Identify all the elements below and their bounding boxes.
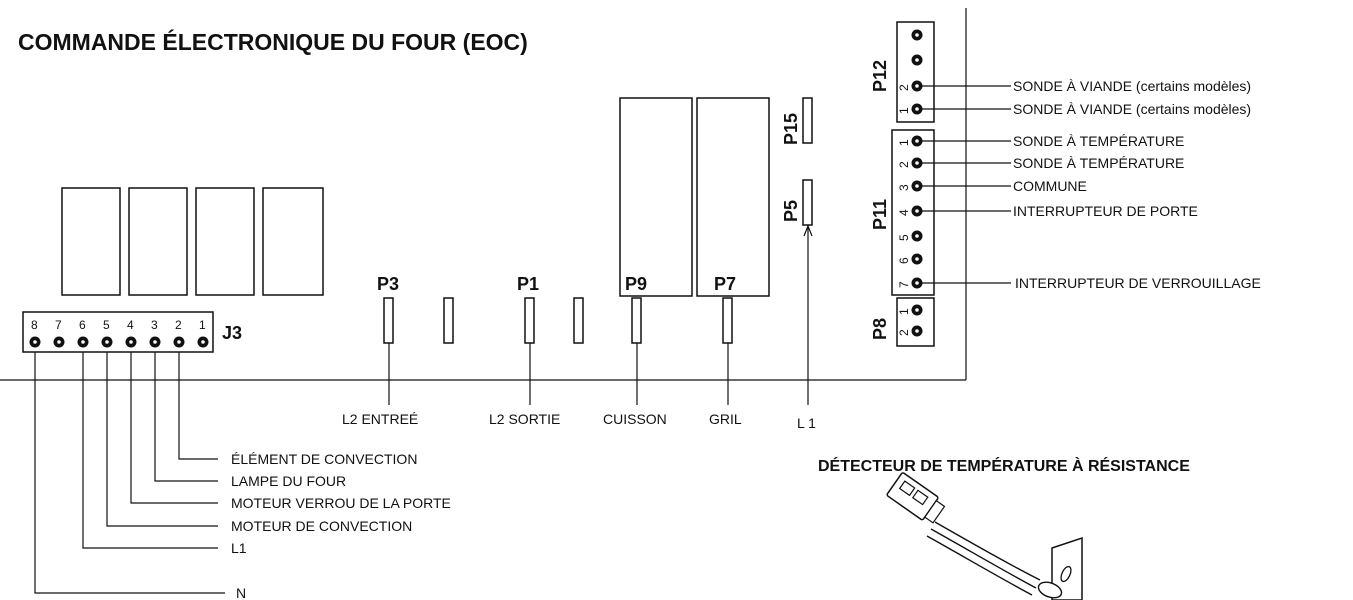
- p11-pin-number: 4: [897, 209, 911, 216]
- p12-label: P12: [870, 60, 890, 92]
- pin-hole: [915, 107, 919, 111]
- pin-hole: [129, 340, 133, 344]
- j3-leads: [34, 352, 225, 594]
- p11-label: P11: [870, 199, 890, 230]
- p11-pin-number: 6: [897, 257, 911, 264]
- j3-pin-number: 7: [55, 318, 62, 332]
- pin-hole: [915, 184, 919, 188]
- p3-terminal: [383, 297, 394, 344]
- pin-hole: [177, 340, 181, 344]
- spade-terminals: P3 P1 P9 P7 P15 P5: [377, 97, 813, 344]
- p11-pin2-label: SONDE À TEMPÉRATURE: [1013, 155, 1184, 171]
- j3-label: J3: [222, 323, 242, 343]
- p11-pin4-label: INTERRUPTEUR DE PORTE: [1013, 203, 1198, 219]
- pin-hole: [915, 58, 919, 62]
- p7-terminal: [722, 297, 733, 344]
- p12-pin-number: 1: [897, 107, 911, 114]
- j3-pin6-label: L1: [231, 540, 247, 556]
- l2-entree-label: L2 ENTREÉ: [342, 411, 418, 427]
- gril-label: GRIL: [709, 411, 742, 427]
- connector-j3: J3 8 7 6 5 4 3 2 1: [22, 311, 242, 353]
- p8-pin-number: 2: [897, 329, 911, 336]
- p11-pin-number: 3: [897, 184, 911, 191]
- j3-pin-number: 8: [31, 318, 38, 332]
- relay: [262, 187, 324, 296]
- pin-hole: [915, 329, 919, 333]
- p5-label: P5: [781, 200, 801, 222]
- pin-hole: [915, 161, 919, 165]
- p15-terminal: [802, 97, 813, 144]
- p5-terminal: [802, 179, 813, 226]
- j3-pin-number: 1: [199, 318, 206, 332]
- diagram-title: COMMANDE ÉLECTRONIQUE DU FOUR (EOC): [18, 28, 528, 55]
- j3-pin8-label: N: [236, 585, 246, 600]
- pin-hole: [915, 33, 919, 37]
- pin-hole: [915, 84, 919, 88]
- p11-pin7-label: INTERRUPTEUR DE VERROUILLAGE: [1015, 275, 1261, 291]
- l2-sortie-label: L2 SORTIE: [489, 411, 560, 427]
- pin-hole: [915, 234, 919, 238]
- p15-label: P15: [781, 113, 801, 145]
- relay-group-left: [61, 187, 324, 296]
- j3-pin-number: 6: [79, 318, 86, 332]
- p11-pin-number: 1: [897, 139, 911, 146]
- pin-hole: [57, 340, 61, 344]
- spare-terminal: [573, 297, 584, 344]
- cuisson-label: CUISSON: [603, 411, 667, 427]
- j3-pin-number: 5: [103, 318, 110, 332]
- j3-pin-number: 2: [175, 318, 182, 332]
- p1-label: P1: [517, 274, 539, 294]
- j3-pin2-label: ÉLÉMENT DE CONVECTION: [231, 451, 417, 467]
- p7-label: P7: [714, 274, 736, 294]
- p11-pin3-label: COMMUNE: [1013, 178, 1087, 194]
- j3-pin3-label: LAMPE DU FOUR: [231, 473, 346, 489]
- p3-label: P3: [377, 274, 399, 294]
- p11-pin-number: 7: [897, 281, 911, 288]
- spare-terminal: [443, 297, 454, 344]
- relay-group-right: [619, 97, 770, 297]
- relay: [128, 187, 188, 296]
- relay: [619, 97, 693, 297]
- l1-label: L 1: [797, 415, 816, 431]
- pin-hole: [201, 340, 205, 344]
- temperature-sensor-illustration: [886, 472, 1083, 600]
- relay: [696, 97, 770, 297]
- p12-pin2-label: SONDE À VIANDE (certains modèles): [1013, 78, 1251, 94]
- j3-pin4-label: MOTEUR VERROU DE LA PORTE: [231, 495, 451, 511]
- pin-hole: [915, 281, 919, 285]
- p11-pin-number: 2: [897, 161, 911, 168]
- p1-terminal: [524, 297, 535, 344]
- j3-pin5-label: MOTEUR DE CONVECTION: [231, 518, 412, 534]
- p11-pin-number: 5: [897, 234, 911, 241]
- p11-pin1-label: SONDE À TEMPÉRATURE: [1013, 133, 1184, 149]
- p12-pin1-label: SONDE À VIANDE (certains modèles): [1013, 101, 1251, 117]
- pin-hole: [915, 308, 919, 312]
- pin-hole: [33, 340, 37, 344]
- sensor-title: DÉTECTEUR DE TEMPÉRATURE À RÉSISTANCE: [818, 456, 1190, 475]
- p9-label: P9: [625, 274, 647, 294]
- p8-pin-number: 1: [897, 308, 911, 315]
- p8-label: P8: [870, 318, 890, 340]
- right-leads: [922, 85, 1011, 284]
- pin-hole: [915, 139, 919, 143]
- pin-hole: [153, 340, 157, 344]
- relay: [61, 187, 121, 296]
- terminal-leads: [388, 224, 813, 405]
- j3-pin-number: 3: [151, 318, 158, 332]
- p12-pin-number: 2: [897, 84, 911, 91]
- p9-terminal: [631, 297, 642, 344]
- pin-hole: [915, 257, 919, 261]
- pin-hole: [915, 209, 919, 213]
- pin-hole: [105, 340, 109, 344]
- relay: [195, 187, 255, 296]
- pin-hole: [81, 340, 85, 344]
- j3-pin-number: 4: [127, 318, 134, 332]
- j3-housing: [22, 311, 214, 353]
- right-connectors: P12 P11 P8 2 1 1 2 3 4 5 6 7 1 2: [870, 21, 935, 347]
